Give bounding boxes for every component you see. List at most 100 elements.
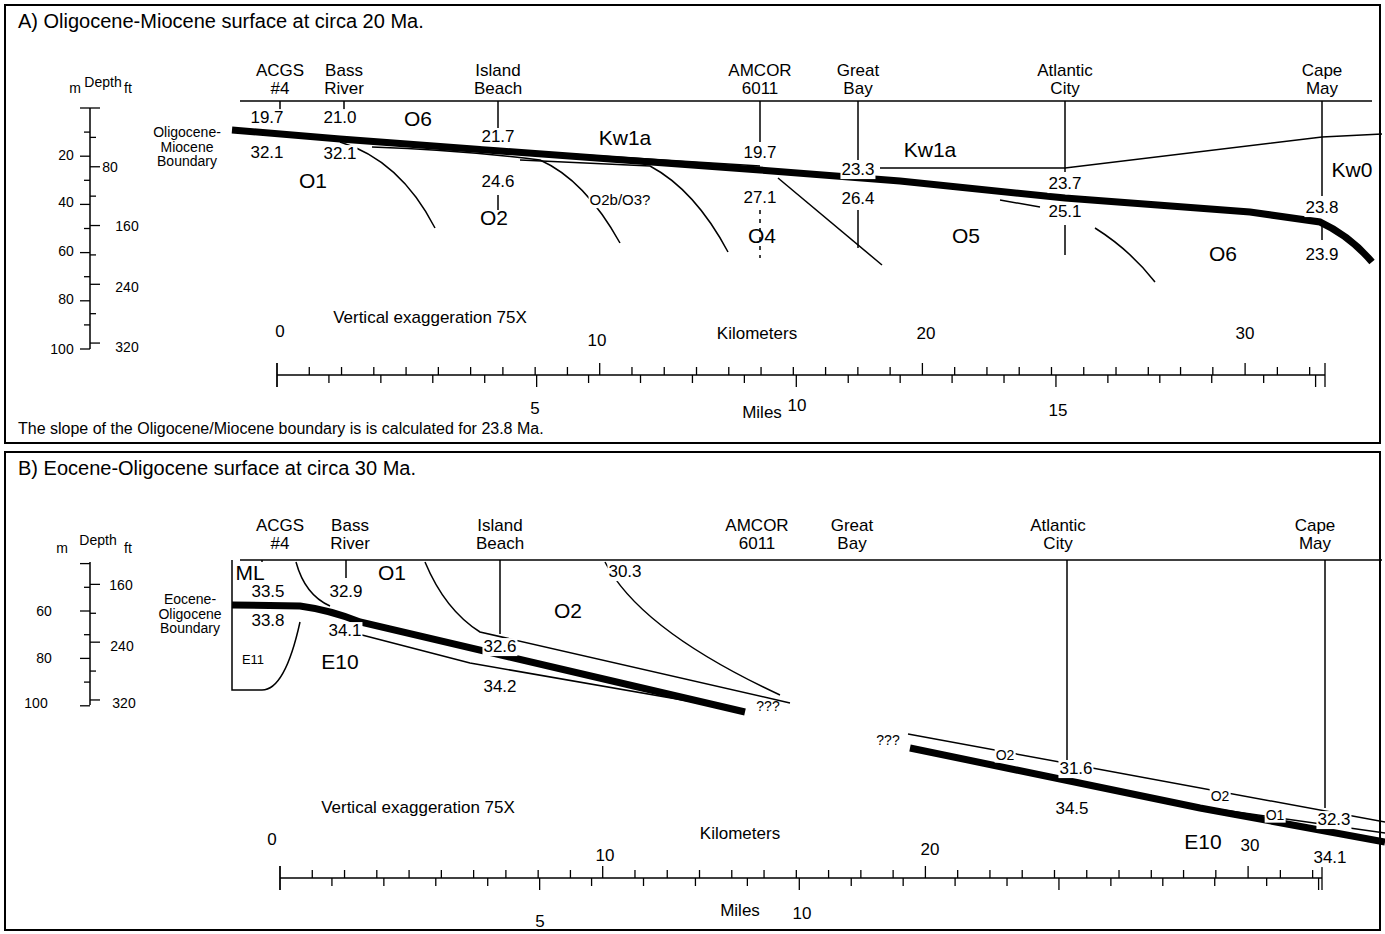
tick (1058, 878, 1059, 890)
section-label: 100 (24, 696, 47, 711)
tick (90, 166, 100, 167)
section-label: Kw1a (904, 139, 957, 161)
tick (90, 313, 96, 314)
tick (1214, 878, 1215, 886)
section-label: 20 (921, 841, 940, 859)
tick (763, 870, 764, 878)
tick (692, 375, 693, 383)
section-label: 34.5 (1054, 800, 1089, 818)
section-label: 320 (114, 340, 139, 355)
tick (276, 363, 277, 387)
section-label: Miles (720, 902, 760, 920)
section-label: Depth (84, 75, 121, 90)
tick (699, 870, 700, 878)
tick (954, 878, 955, 886)
tick (922, 363, 923, 375)
section-label: O1 (378, 562, 406, 584)
section-label: 60 (36, 604, 52, 619)
section-label: 10 (788, 397, 807, 415)
tick (760, 367, 761, 375)
tick (502, 367, 503, 375)
tick (1019, 367, 1020, 375)
panel-title: A) Oligocene-Miocene surface at circa 20… (18, 10, 424, 33)
tick (84, 324, 90, 325)
tick (799, 878, 800, 890)
tick (1183, 870, 1184, 878)
tick (80, 610, 90, 611)
panel-b-lines (90, 560, 1385, 878)
section-label: AMCOR 6011 (721, 517, 793, 553)
tick (380, 375, 381, 383)
panel-frame: A) Oligocene-Miocene surface at circa 20… (4, 4, 1381, 444)
section-label: 100 (50, 342, 73, 357)
tick (1086, 870, 1087, 878)
section-label: O1 (1265, 808, 1286, 823)
tick (631, 367, 632, 375)
tick (1054, 870, 1055, 878)
tick (80, 705, 90, 706)
section-label: 19.7 (249, 109, 284, 127)
section-label: O4 (748, 225, 776, 247)
section-label: O5 (952, 225, 980, 247)
tick (954, 367, 955, 375)
section-label: ft (124, 81, 132, 96)
section-label: 10 (793, 905, 812, 923)
tick (90, 254, 96, 255)
section-label: 320 (111, 696, 136, 711)
section-label: O2 (480, 207, 508, 229)
panel-note: The slope of the Oligocene/Miocene bound… (18, 420, 544, 438)
tick (90, 699, 100, 700)
section-label: 23.7 (1047, 175, 1082, 193)
section-label: 33.5 (250, 583, 285, 601)
section-label: 32.6 (482, 638, 517, 656)
tick (84, 180, 90, 181)
tick (900, 375, 901, 383)
section-label: 23.9 (1304, 246, 1339, 264)
tick (84, 634, 90, 635)
tick (435, 878, 436, 886)
section-label: 25.1 (1047, 203, 1082, 221)
tick (1107, 375, 1108, 383)
section-label: Island Beach (468, 62, 528, 98)
section-label: O2 (1210, 789, 1231, 804)
section-label: O6 (1209, 243, 1237, 265)
section-label: 0 (275, 323, 284, 341)
tick (860, 870, 861, 878)
tick (1318, 878, 1319, 890)
tick (438, 367, 439, 375)
tick (90, 195, 96, 196)
tick (951, 375, 952, 383)
tick (1006, 878, 1007, 886)
tick (1083, 367, 1084, 375)
tick (989, 870, 990, 878)
section-label: 32.9 (328, 583, 363, 601)
tick (1022, 870, 1023, 878)
section-label: 160 (108, 578, 133, 593)
section-label: Vertical exaggeration 75X (333, 309, 527, 327)
section-label: E11 (242, 653, 264, 667)
tick (1151, 870, 1152, 878)
section-label: 34.2 (482, 678, 517, 696)
tick (664, 367, 665, 375)
section-label: E10 (1184, 831, 1221, 853)
tick (1118, 870, 1119, 878)
tick (634, 870, 635, 878)
section-label: Cape May (1297, 62, 1347, 98)
tick (80, 563, 90, 564)
section-label: 33.8 (250, 612, 285, 630)
tick (848, 375, 849, 383)
section-label: Great Bay (833, 62, 883, 98)
tick (90, 284, 100, 285)
tick (80, 204, 90, 205)
tick (857, 367, 858, 375)
tick (373, 367, 374, 375)
tick (84, 681, 90, 682)
tick (1115, 367, 1116, 375)
section-label: AMCOR 6011 (724, 62, 796, 98)
tick (599, 363, 600, 375)
tick (80, 300, 90, 301)
tick (570, 870, 571, 878)
tick (1277, 367, 1278, 375)
tick (851, 878, 852, 886)
section-label: Great Bay (827, 517, 877, 553)
